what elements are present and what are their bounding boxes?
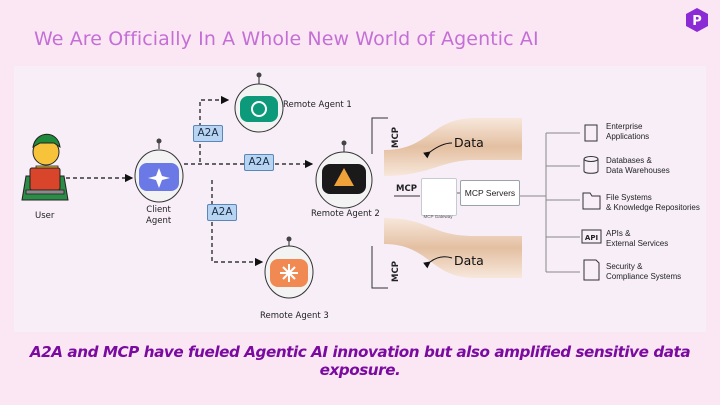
data-band-bottom [384,218,522,278]
data-arrow-bottom [423,256,453,269]
user-figure [21,133,69,201]
mcp-bracket-top [371,117,388,154]
arrow-client-remote3 [211,180,264,267]
client-agent-label: Client Agent [146,205,172,226]
slide-title: We Are Officially In A Whole New World o… [34,28,539,50]
data-label-bottom: Data [454,253,484,268]
mcp-label-top: MCP [391,127,401,148]
a2a-tag-remote3: A2A [207,204,237,221]
mcp-gateway-label: MCP Gateway [423,214,453,219]
openai-icon [251,101,267,117]
mcp-gateway-box [421,178,457,216]
logo-letter: P [692,14,702,29]
building-icon [584,124,598,142]
mcp-label-middle: MCP [396,184,417,194]
security-doc-icon [583,259,600,281]
starburst-icon [280,264,298,282]
user-label: User [35,211,55,221]
laptop-icon [29,167,61,191]
remote-agent-3-label: Remote Agent 3 [260,311,329,321]
resource-databases: Databases & Data Warehouses [606,156,670,175]
mcp-label-bottom: MCP [391,261,401,282]
client-agent-robot [134,138,184,203]
remote-agent-2-label: Remote Agent 2 [311,209,380,219]
slide-caption: A2A and MCP have fueled Agentic AI innov… [29,343,691,379]
data-label-top: Data [454,135,484,150]
remote-agent-1-robot [234,72,284,133]
remote-agent-2-robot [315,140,373,209]
remote-agent-1-label: Remote Agent 1 [283,100,352,110]
data-band-top [384,118,522,176]
data-arrow-top [423,142,453,159]
mcp-bracket-bottom [371,246,388,289]
arrow-client-remote1 [199,95,230,162]
sail-icon [334,168,354,186]
svg-text:API: API [585,234,598,242]
a2a-tag-remote2: A2A [244,154,274,171]
resource-filesystems: File Systems & Knowledge Repositories [606,193,700,212]
folder-icon [582,192,601,210]
logo-icon: P [686,8,708,32]
remote-agent-3-robot [264,236,314,299]
a2a-tag-remote1: A2A [193,125,223,142]
mcp-servers-box: MCP Servers [460,180,520,206]
resource-security: Security & Compliance Systems [606,262,682,281]
resource-apis: APIs & External Services [606,229,669,248]
resource-enterprise: Enterprise Applications [606,122,650,141]
sparkle-icon [148,168,170,188]
api-icon [581,229,602,244]
